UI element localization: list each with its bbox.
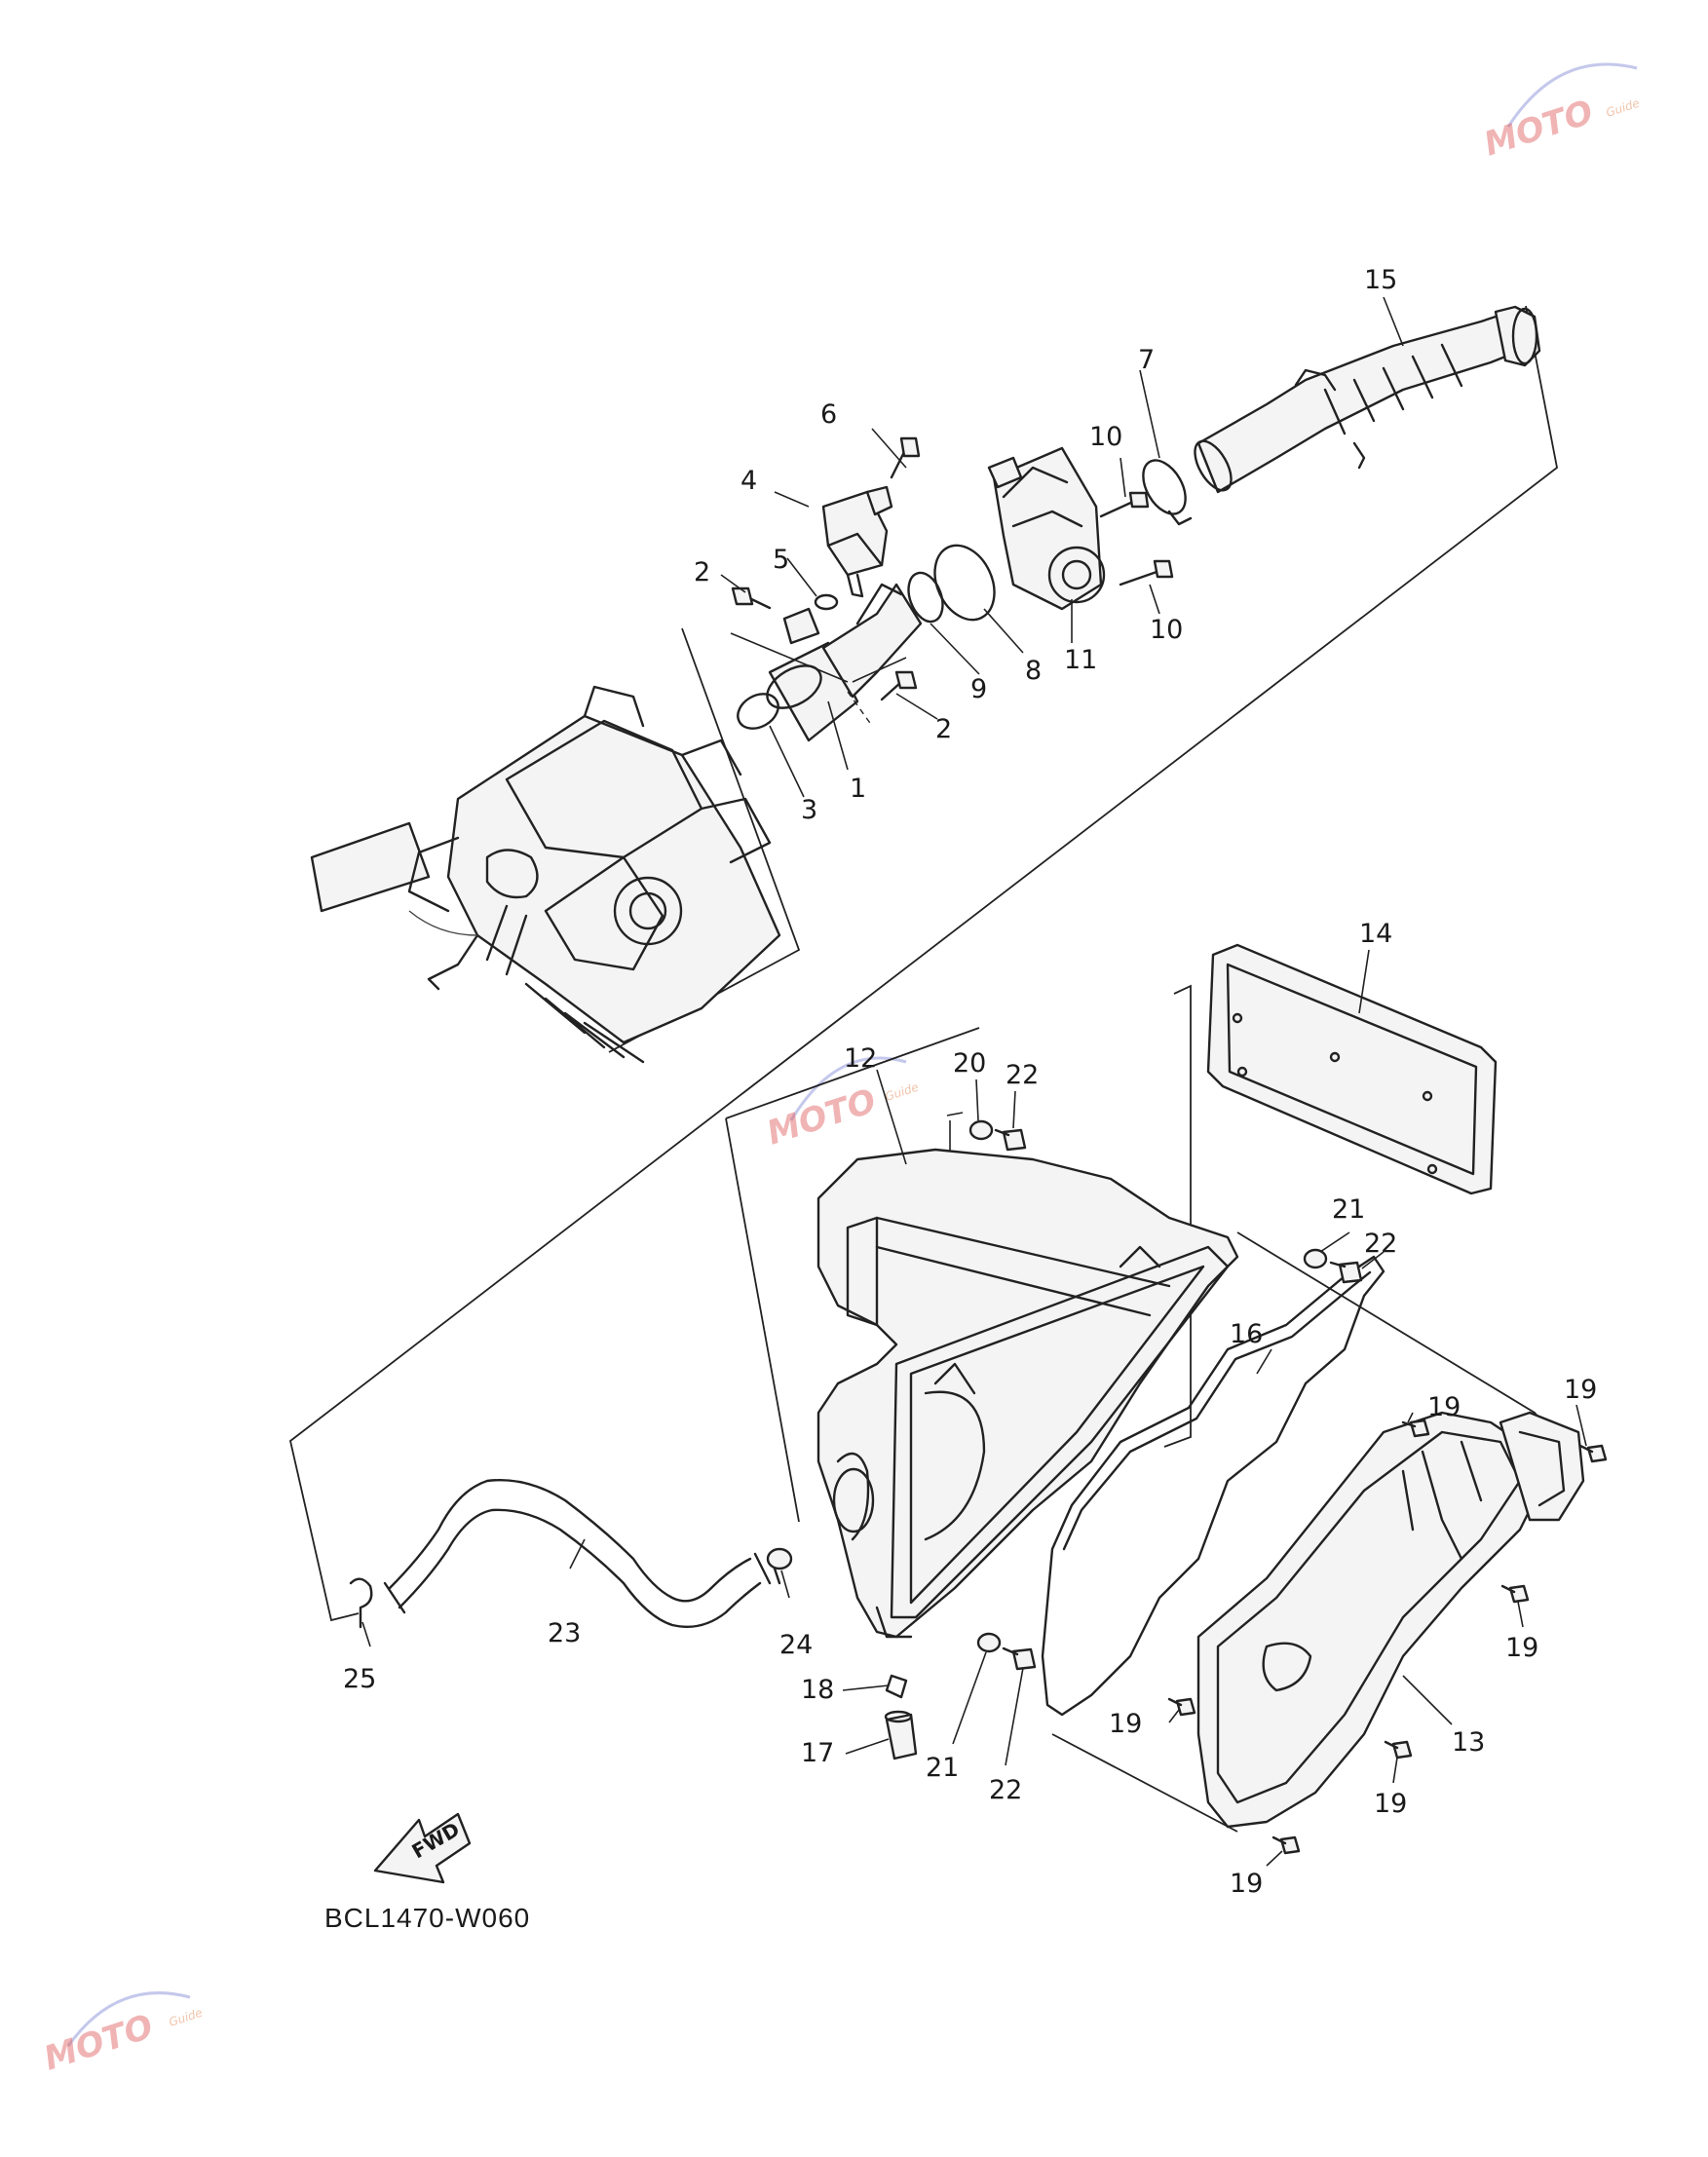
callout-2: 2 (935, 714, 952, 744)
bolt-2-upper (731, 587, 772, 610)
screw-19-c (1500, 1584, 1530, 1604)
callout-16: 16 (1230, 1319, 1263, 1349)
callout-19: 19 (1427, 1392, 1461, 1422)
fwd-arrow-icon: FWD (373, 1812, 472, 1884)
callout-1: 1 (850, 774, 866, 804)
callout-17: 17 (801, 1738, 834, 1768)
callout-21: 21 (926, 1753, 959, 1783)
screw-19-e (1384, 1740, 1413, 1760)
sensor-4 (821, 485, 893, 598)
air-filter-14 (1206, 943, 1498, 1195)
callout-22: 22 (989, 1775, 1022, 1805)
screw-19-f (1272, 1835, 1301, 1855)
callout-19: 19 (1564, 1375, 1597, 1405)
airbox-frame-top (725, 1027, 980, 1119)
svg-text:MOTO: MOTO (39, 2007, 158, 2079)
callout-22: 22 (1006, 1060, 1039, 1090)
callout-15: 15 (1364, 265, 1397, 295)
callout-22: 22 (1364, 1229, 1397, 1259)
upper-assembly-frame (288, 305, 1558, 1622)
callout-10: 10 (1089, 422, 1122, 452)
callout-25: 25 (343, 1664, 376, 1694)
air-box-12 (816, 1148, 1239, 1639)
callout-19: 19 (1374, 1789, 1407, 1819)
callout-19: 19 (1109, 1709, 1142, 1739)
callout-19: 19 (1505, 1633, 1538, 1663)
bolt-2-lower (880, 670, 918, 701)
plate-8 (933, 544, 996, 622)
o-ring-3 (737, 693, 779, 730)
gasket-16 (1041, 1255, 1385, 1717)
callout-18: 18 (801, 1675, 834, 1705)
watermark-center: MOTO Guide (762, 1056, 921, 1154)
hose-clip-25 (349, 1577, 373, 1629)
callout-8: 8 (1025, 656, 1042, 686)
callout-5: 5 (773, 545, 789, 575)
o-ring-5 (814, 593, 839, 611)
leader-lines (361, 296, 1587, 1867)
watermark-top-right: MOTO Guide (1479, 62, 1642, 165)
callout-23: 23 (548, 1618, 581, 1648)
svg-text:Guide: Guide (884, 1080, 921, 1104)
o-ring-9 (907, 571, 944, 624)
cover-13 (1196, 1411, 1585, 1829)
svg-text:Guide: Guide (168, 2006, 205, 2029)
washer-21-right (1303, 1248, 1328, 1269)
callout-12: 12 (844, 1043, 877, 1074)
callout-9: 9 (970, 674, 987, 704)
watermark-bottom-left: MOTO Guide (39, 1991, 205, 2079)
callout-24: 24 (779, 1630, 813, 1660)
callout-4: 4 (740, 466, 757, 496)
filter-frame (1163, 984, 1192, 1448)
intake-joint-1 (766, 583, 923, 742)
throttle-body-11 (987, 446, 1106, 611)
bolt-22-top (994, 1128, 1027, 1152)
callout-2: 2 (694, 557, 710, 587)
callout-14: 14 (1359, 919, 1392, 949)
callout-13: 13 (1452, 1727, 1485, 1758)
bolt-10-lower (1119, 559, 1174, 587)
callout-7: 7 (1138, 345, 1155, 375)
callout-6: 6 (820, 399, 837, 430)
washer-20 (968, 1119, 994, 1141)
callout-11: 11 (1064, 645, 1097, 675)
clamp-7 (1142, 459, 1193, 526)
callout-21: 21 (1332, 1194, 1365, 1225)
callout-labels: 1 2 2 3 4 5 6 7 8 9 10 10 11 12 13 14 15… (343, 265, 1597, 1899)
bolt-22-bottom (1002, 1646, 1037, 1671)
intake-duct-15 (1194, 305, 1541, 494)
callout-10: 10 (1150, 615, 1183, 645)
callout-19: 19 (1230, 1869, 1263, 1899)
washer-21-bottom (976, 1632, 1002, 1653)
svg-text:Guide: Guide (1605, 96, 1642, 120)
fitting-24 (766, 1547, 793, 1585)
callout-3: 3 (801, 795, 817, 825)
cover-frame-lower (1051, 1733, 1238, 1833)
frame-link-12 (946, 1112, 964, 1116)
plug-17 (884, 1710, 918, 1760)
screw-19-d (1167, 1697, 1196, 1717)
airbox-frame-left (725, 1117, 800, 1523)
bolt-22-right (1329, 1261, 1363, 1284)
diagram-code: BCL1470-W060 (324, 1903, 530, 1933)
svg-text:MOTO: MOTO (1479, 93, 1598, 165)
callout-20: 20 (953, 1048, 986, 1078)
clip-18 (885, 1674, 908, 1699)
svg-text:MOTO: MOTO (762, 1081, 881, 1154)
bolt-10-upper (1099, 491, 1150, 518)
screw-19-a (1401, 1419, 1430, 1438)
engine-cylinder-head (310, 685, 781, 1064)
bolt-6 (890, 436, 921, 479)
cover-frame (1236, 1231, 1552, 1433)
screw-19-b (1578, 1444, 1608, 1463)
breather-hose-23 (383, 1479, 772, 1629)
